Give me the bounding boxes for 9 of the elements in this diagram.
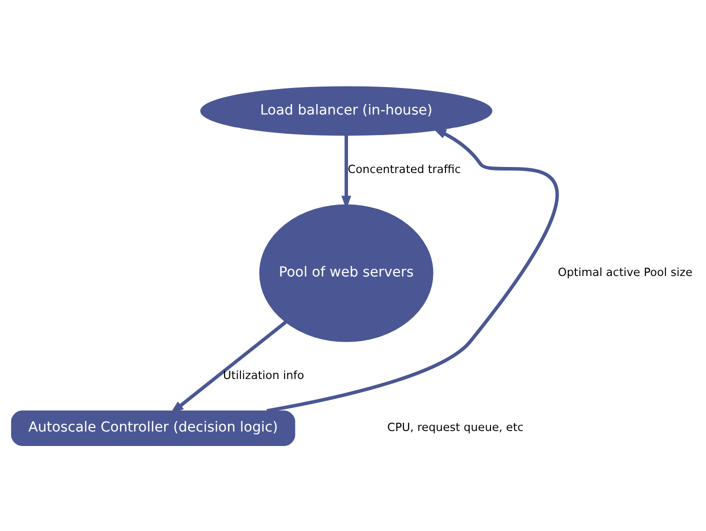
node-ellipse: Load balancer (in-house) (200, 86, 492, 136)
arrow (266, 127, 558, 412)
edge-label: Utilization info (223, 368, 304, 382)
node-ellipse: Pool of web servers (259, 204, 434, 342)
edge-label: Concentrated traffic (348, 162, 461, 176)
edge-label: Optimal active Pool size (558, 266, 692, 279)
label: CPU, request queue, etc (387, 420, 524, 434)
node-box: Autoscale Controller (decision logic) (11, 410, 296, 446)
arrow (170, 320, 287, 414)
